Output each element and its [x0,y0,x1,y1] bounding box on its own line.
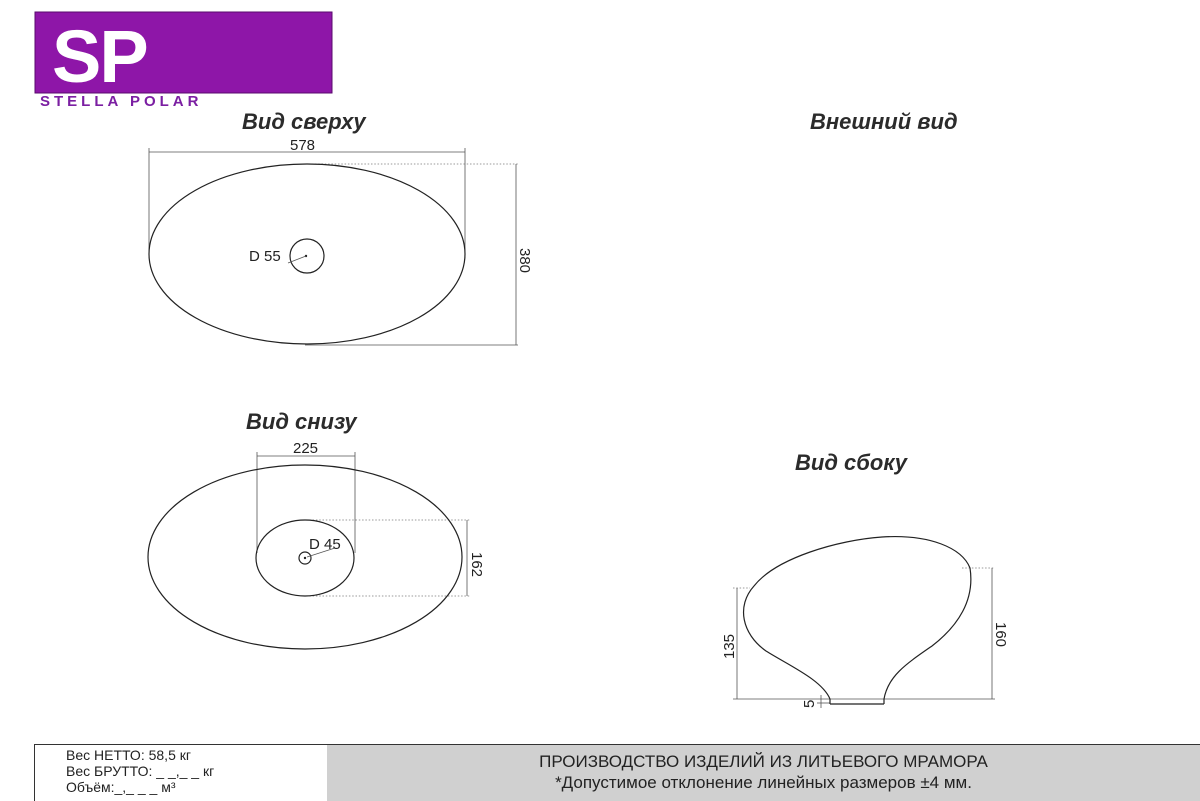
bottom-drain-dimension: D 45 [309,536,341,553]
bottom-view-outline [147,464,463,650]
production-note: ПРОИЗВОДСТВО ИЗДЕЛИЙ ИЗ ЛИТЬЕВОГО МРАМОР… [539,752,988,771]
exterior-view-title: Внешний вид [810,109,958,134]
company-logo: SP STELLA POLAR [34,11,333,110]
side-base-dimension: 5 [801,700,818,708]
top-view-outline [148,163,466,345]
bottom-view-title: Вид снизу [246,409,358,434]
top-drain-hole [289,238,325,274]
product-specs: Вес НЕТТО: 58,5 кг Вес БРУТТО: _ _,_ _ к… [34,745,328,801]
top-view-title: Вид сверху [242,109,367,134]
side-view-outline [742,535,972,700]
title-block: Вес НЕТТО: 58,5 кг Вес БРУТТО: _ _,_ _ к… [34,744,1200,801]
top-drain-dimension: D 55 [249,248,281,265]
net-weight: Вес НЕТТО: 58,5 кг [66,747,191,763]
bottom-base-width-dimension: 225 [293,440,318,457]
logo-background [34,11,333,94]
top-depth-dimension: 380 [516,248,533,273]
logo-letters: SP [52,15,147,98]
tolerance-note: *Допустимое отклонение линейных размеров… [555,773,972,792]
bottom-base-ellipse [255,519,355,597]
logo-brand-name: STELLA POLAR [40,93,202,110]
volume: Объём:_,_ _ _ м³ [66,779,176,795]
top-view: Вид сверху 578 380 D 55 [148,109,533,346]
side-view-title: Вид сбоку [795,450,909,475]
bottom-drain-hole [298,551,312,565]
top-width-dimension: 578 [290,137,315,154]
manufacturer-banner: ПРОИЗВОДСТВО ИЗДЕЛИЙ ИЗ ЛИТЬЕВОГО МРАМОР… [327,745,1200,801]
bottom-base-depth-dimension: 162 [468,552,485,577]
side-bowl-height-dimension: 135 [721,634,738,659]
bottom-view: Вид снизу 225 162 D 45 [147,409,485,650]
gross-weight: Вес БРУТТО: _ _,_ _ кг [66,763,215,779]
side-view: Вид сбоку 160 135 5 [721,450,1009,708]
side-height-dimension: 160 [992,622,1009,647]
